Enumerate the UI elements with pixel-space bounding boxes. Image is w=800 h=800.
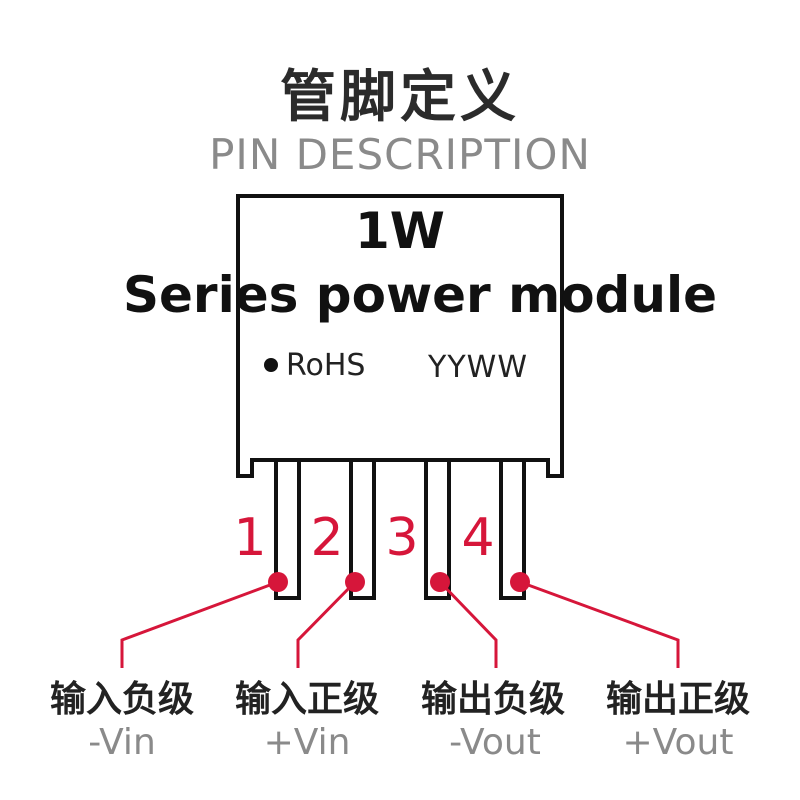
pin-lead-1 <box>274 460 301 600</box>
pin-lead-4 <box>499 460 526 600</box>
pin-name-en-2: +Vin <box>263 722 351 763</box>
pin-number-3: 3 <box>385 508 419 568</box>
leader-line-3 <box>438 580 498 668</box>
pin-marker-3 <box>430 572 450 592</box>
pin-marker-4 <box>510 572 530 592</box>
pin-name-en-3: -Vout <box>449 722 541 763</box>
module-body <box>236 194 564 478</box>
page-subtitle: PIN DESCRIPTION <box>209 130 591 179</box>
rohs-label: RoHS <box>286 348 366 383</box>
pin-marker-2 <box>345 572 365 592</box>
pin-number-4: 4 <box>461 508 495 568</box>
pin-lead-2 <box>349 460 376 600</box>
pin-name-en-1: -Vin <box>88 722 156 763</box>
pin-name-cn-2: 输入正级 <box>234 679 379 720</box>
leader-line-2 <box>296 580 357 668</box>
rohs-mark: RoHS <box>264 348 365 383</box>
pin-lead-3 <box>424 460 451 600</box>
leader-line-4 <box>519 580 680 668</box>
pin-name-en-4: +Vout <box>622 722 734 763</box>
leader-line-1 <box>120 580 279 668</box>
pin-marker-1 <box>268 572 288 592</box>
module-power-label: 1W <box>355 202 445 260</box>
pin-number-1: 1 <box>233 508 267 568</box>
module-series-label: Series power module <box>123 266 717 324</box>
page-title: 管脚定义 <box>280 65 520 130</box>
pin-name-cn-3: 输出负级 <box>420 679 565 720</box>
rohs-dot-icon <box>264 357 278 372</box>
pin-name-cn-4: 输出正级 <box>605 679 750 720</box>
pin-number-2: 2 <box>310 508 344 568</box>
date-code: YYWW <box>428 350 528 385</box>
pin-name-cn-1: 输入负级 <box>49 679 194 720</box>
